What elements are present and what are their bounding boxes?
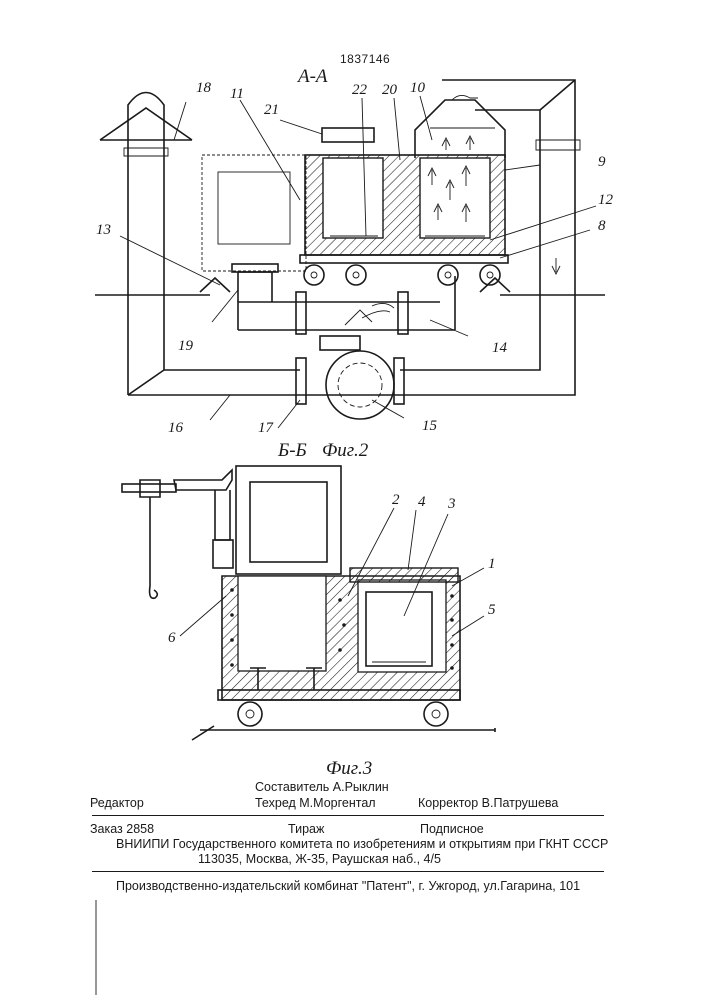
ref-6: 6 <box>168 630 176 647</box>
ref-16: 16 <box>168 420 183 437</box>
ref-1: 1 <box>488 556 496 573</box>
ref-3: 3 <box>448 496 456 513</box>
ref-20: 20 <box>382 82 397 99</box>
fig2-caption: Фиг.2 <box>322 440 368 462</box>
ref-9: 9 <box>598 154 606 171</box>
subscription: Подписное <box>420 822 484 836</box>
ref-5: 5 <box>488 602 496 619</box>
vniipi: ВНИИПИ Государственного комитета по изоб… <box>116 837 608 851</box>
ref-13: 13 <box>96 222 111 239</box>
ref-12: 12 <box>598 192 613 209</box>
address: 113035, Москва, Ж-35, Раушская наб., 4/5 <box>198 852 441 866</box>
ref-17: 17 <box>258 420 273 437</box>
ref-21: 21 <box>264 102 279 119</box>
ref-10: 10 <box>410 80 425 97</box>
ref-2: 2 <box>392 492 400 509</box>
ref-22: 22 <box>352 82 367 99</box>
editor: Редактор <box>90 796 144 810</box>
compiler: Составитель А.Рыклин <box>255 780 389 794</box>
patent-number: 1837146 <box>340 52 390 66</box>
ref-19: 19 <box>178 338 193 355</box>
separator-bottom <box>92 871 604 872</box>
separator-top <box>92 815 604 816</box>
corrector: Корректор В.Патрушева <box>418 796 558 810</box>
techred: Техред М.Моргентал <box>255 796 376 810</box>
ref-18: 18 <box>196 80 211 97</box>
ref-8: 8 <box>598 218 606 235</box>
publisher: Производственно-издательский комбинат "П… <box>116 879 580 893</box>
fig3-drawing <box>122 466 495 740</box>
ref-11: 11 <box>230 86 244 103</box>
section-a-label: A-A <box>298 66 328 88</box>
order: Заказ 2858 <box>90 822 154 836</box>
section-b-label: Б-Б <box>278 440 307 462</box>
fig3-caption: Фиг.3 <box>326 758 372 780</box>
ref-15: 15 <box>422 418 437 435</box>
fig2-drawing <box>95 80 605 428</box>
circulation: Тираж <box>288 822 324 836</box>
ref-14: 14 <box>492 340 507 357</box>
ref-4: 4 <box>418 494 426 511</box>
